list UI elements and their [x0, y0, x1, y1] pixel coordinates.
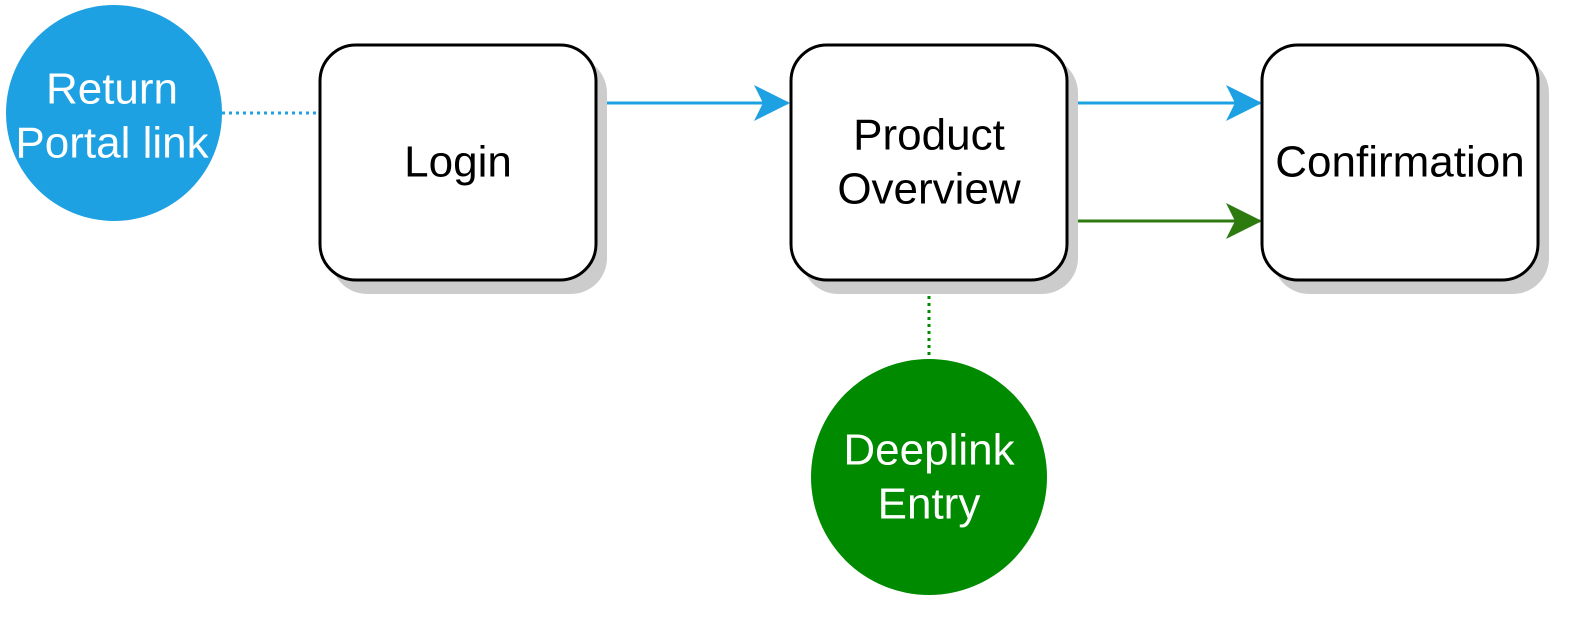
return-portal-label-line1: Return — [46, 65, 178, 114]
return-portal-label-line2: Portal link — [15, 119, 209, 168]
deeplink-entry-circle[interactable]: Deeplink Entry — [811, 359, 1047, 595]
confirmation-box[interactable]: Confirmation — [1260, 43, 1549, 294]
login-box[interactable]: Login — [318, 43, 607, 294]
product-overview-label-line1: Product — [853, 111, 1005, 160]
login-label: Login — [404, 138, 512, 187]
return-portal-circle[interactable]: Return Portal link — [6, 5, 222, 221]
deeplink-entry-label-line1: Deeplink — [843, 426, 1015, 475]
deeplink-entry-label-line2: Entry — [878, 480, 981, 529]
confirmation-label: Confirmation — [1275, 138, 1524, 187]
product-overview-label-line2: Overview — [837, 165, 1021, 214]
product-overview-box[interactable]: Product Overview — [789, 43, 1078, 294]
